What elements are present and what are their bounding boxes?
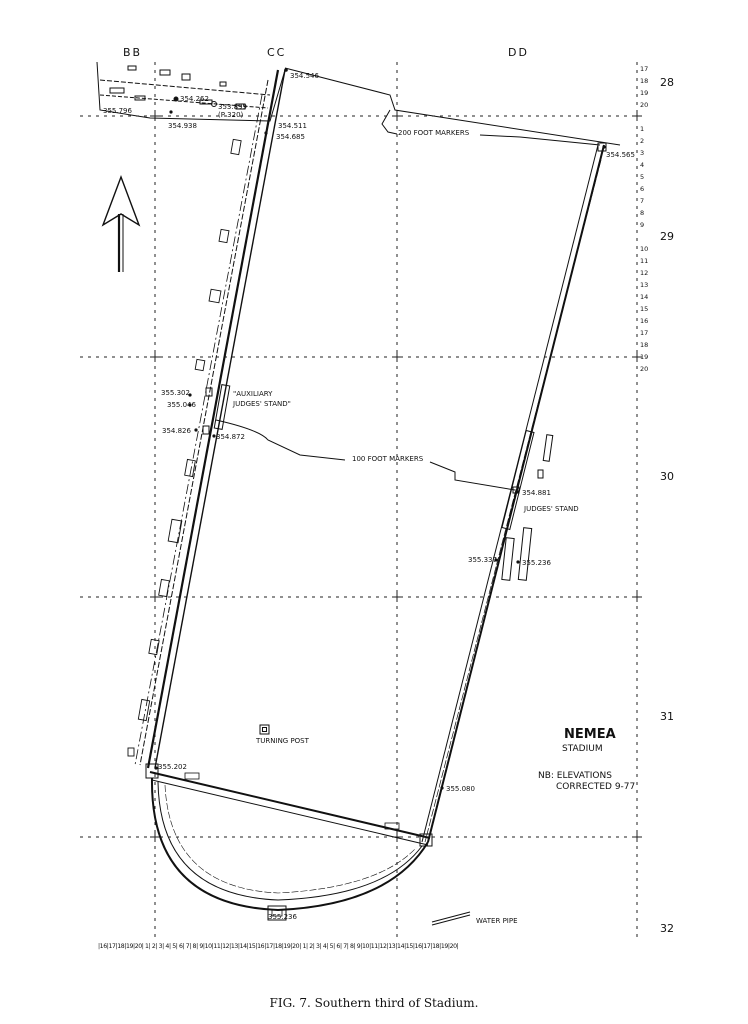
right-tick: 17 bbox=[640, 329, 649, 337]
column-label-dd: DD bbox=[508, 46, 529, 59]
south-end-wall bbox=[145, 763, 433, 847]
annotation-judges-stand: JUDGES' STAND bbox=[524, 505, 579, 513]
marker-200-leaders bbox=[381, 109, 601, 146]
row-label-29: 29 bbox=[660, 230, 674, 243]
column-label-cc: CC bbox=[267, 46, 287, 59]
elevation-label: 354.872 bbox=[216, 433, 245, 441]
north-arrow-icon bbox=[101, 175, 141, 272]
right-tick: 16 bbox=[640, 317, 649, 325]
right-tick: 7 bbox=[640, 197, 645, 205]
elevation-label: 354.881 bbox=[522, 489, 551, 497]
right-tick: 8 bbox=[640, 209, 645, 217]
right-tick: 19 bbox=[640, 353, 649, 361]
row-label-31: 31 bbox=[660, 710, 674, 723]
elevation-points bbox=[154, 68, 606, 790]
right-tick: 19 bbox=[640, 89, 649, 97]
right-tick: 4 bbox=[640, 161, 645, 169]
right-tick: 20 bbox=[640, 365, 649, 373]
turning-post-icon bbox=[259, 724, 270, 735]
west-track-wall bbox=[134, 69, 286, 769]
figure-caption: FIG. 7. Southern third of Stadium. bbox=[269, 996, 479, 1010]
right-tick: 5 bbox=[640, 173, 645, 181]
elevation-label: 355.080 bbox=[446, 785, 475, 793]
elevation-label: 355.796 bbox=[103, 107, 132, 115]
right-tick: 15 bbox=[640, 305, 649, 313]
judges-stand-structure bbox=[501, 429, 554, 581]
right-tick: 17 bbox=[640, 65, 649, 73]
elevation-note-line1: NB: ELEVATIONS bbox=[538, 771, 612, 781]
right-tick: 12 bbox=[640, 269, 649, 277]
right-tick: 13 bbox=[640, 281, 649, 289]
right-tick: 18 bbox=[640, 77, 649, 85]
sphendone-wall bbox=[150, 777, 429, 921]
right-tick: 11 bbox=[640, 257, 649, 265]
plan-subtitle: STADIUM bbox=[562, 744, 603, 754]
water-pipe-icon bbox=[431, 911, 471, 926]
right-tick: 20 bbox=[640, 101, 649, 109]
elevation-label: 354.565 bbox=[606, 151, 635, 159]
elevation-label: 355.302 bbox=[161, 389, 190, 397]
elevation-label: 354.546 bbox=[290, 72, 319, 80]
elevation-label: 354.262 bbox=[180, 95, 209, 103]
row-label-32: 32 bbox=[660, 922, 674, 935]
annotation-water-pipe: WATER PIPE bbox=[476, 917, 518, 925]
plan-title: NEMEA bbox=[564, 727, 616, 742]
west-stone-blocks bbox=[127, 138, 242, 757]
right-tick: 2 bbox=[640, 137, 645, 145]
grid-lines bbox=[80, 62, 640, 940]
row-label-30: 30 bbox=[660, 470, 674, 483]
elevation-label: 355.046 bbox=[167, 401, 196, 409]
column-label-bb: BB bbox=[123, 46, 143, 59]
elevation-label: 354.826 bbox=[162, 427, 191, 435]
right-tick: 9 bbox=[640, 221, 645, 229]
annotation-aux-stand-line2: JUDGES' STAND" bbox=[233, 400, 291, 408]
annotation-turning-post: TURNING POST bbox=[256, 737, 309, 745]
elevation-label: 353.899 bbox=[218, 103, 247, 111]
right-tick: 6 bbox=[640, 185, 645, 193]
elevation-label: 354.685 bbox=[276, 133, 305, 141]
right-tick: 14 bbox=[640, 293, 649, 301]
aux-judges-stand-structure bbox=[202, 384, 231, 435]
annotation-100-foot-markers: 100 FOOT MARKERS bbox=[352, 455, 424, 463]
elevation-label: 354.938 bbox=[168, 122, 197, 130]
bottom-tick-row: |16|17|18|19|20| 1| 2| 3| 4| 5| 6| 7| 8|… bbox=[98, 943, 459, 950]
grid-crosses bbox=[150, 111, 642, 842]
right-tick: 18 bbox=[640, 341, 649, 349]
annotation-200-foot-markers: 200 FOOT MARKERS bbox=[398, 129, 470, 137]
northwest-structure bbox=[96, 61, 621, 146]
elevation-note-line2: CORRECTED 9-77 bbox=[556, 782, 636, 792]
elevation-label: 355.236 bbox=[268, 913, 297, 921]
elevation-label: 355.337 bbox=[468, 556, 497, 564]
elevation-label: 355.202 bbox=[158, 763, 187, 771]
right-tick: 10 bbox=[640, 245, 649, 253]
right-tick: 1 bbox=[640, 125, 645, 133]
elevation-label: 355.236 bbox=[522, 559, 551, 567]
marker-100-leaders bbox=[215, 419, 516, 491]
row-label-28: 28 bbox=[660, 76, 674, 89]
right-tick: 3 bbox=[640, 149, 645, 157]
annotation-aux-stand-line1: "AUXILIARY bbox=[233, 390, 273, 398]
elevation-label: 354.511 bbox=[278, 122, 307, 130]
elevation-label: (P 320) bbox=[218, 111, 244, 119]
